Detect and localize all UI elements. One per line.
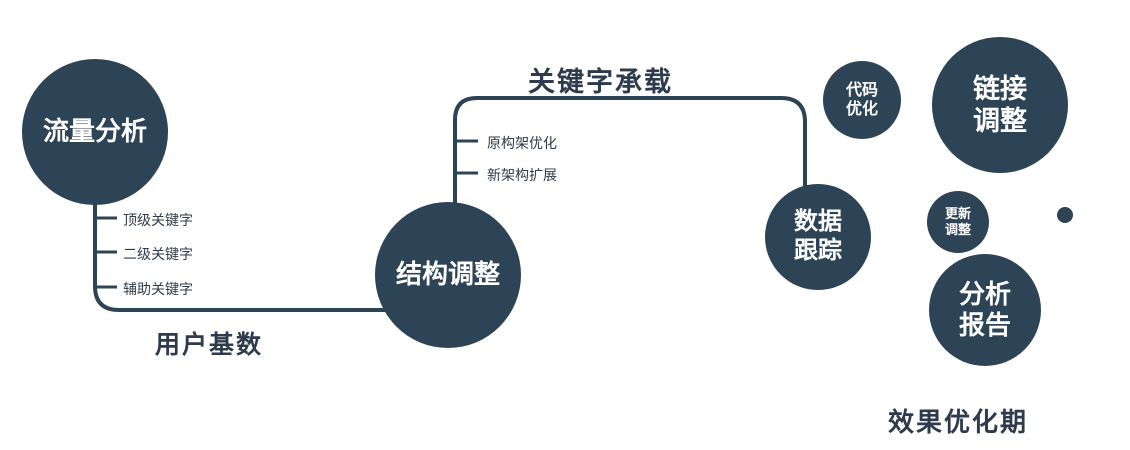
node-traffic-analysis-label: 流量分析	[42, 116, 147, 147]
tick-label-framework-expansion: 新架构扩展	[487, 167, 557, 183]
node-analysis-report-line1: 分析	[958, 278, 1011, 309]
node-code-optimization-line1: 代码	[845, 81, 878, 99]
node-code-optimization: 代码 优化	[823, 61, 901, 139]
tick-label-secondary-keywords: 二级关键字	[123, 246, 193, 262]
caption-effect-optimization-period: 效果优化期	[888, 407, 1029, 437]
node-structure-adjust-label: 结构调整	[395, 259, 500, 290]
node-link-adjustment-line2: 调整	[973, 106, 1027, 136]
edge-label-keyword-carry: 关键字承载	[528, 67, 673, 97]
connector-structure-to-tracking	[453, 96, 807, 204]
node-update-adjustment-line1: 更新	[944, 206, 971, 222]
node-analysis-report: 分析 报告	[929, 254, 1041, 366]
tick-label-top-keywords: 顶级关键字	[123, 212, 193, 228]
node-link-adjustment-line1: 链接	[973, 73, 1027, 104]
connector-traffic-to-structure	[93, 196, 400, 312]
node-data-tracking-line2: 跟踪	[794, 237, 842, 264]
edge-label-user-base: 用户基数	[155, 331, 264, 359]
node-data-tracking: 数据 跟踪	[765, 184, 871, 290]
node-structure-adjust: 结构调整	[375, 202, 521, 348]
node-analysis-report-line2: 报告	[958, 310, 1011, 340]
node-link-adjustment: 链接 调整	[932, 37, 1068, 173]
node-small-dot	[1057, 207, 1073, 223]
node-update-adjustment-line2: 调整	[944, 222, 971, 237]
tick-label-auxiliary-keywords: 辅助关键字	[123, 281, 193, 297]
node-code-optimization-line2: 优化	[845, 101, 878, 118]
tick-label-framework-optimization: 原构架优化	[487, 135, 557, 151]
node-traffic-analysis: 流量分析	[22, 59, 168, 205]
node-data-tracking-line1: 数据	[794, 208, 842, 236]
node-update-adjustment: 更新 调整	[927, 191, 989, 253]
